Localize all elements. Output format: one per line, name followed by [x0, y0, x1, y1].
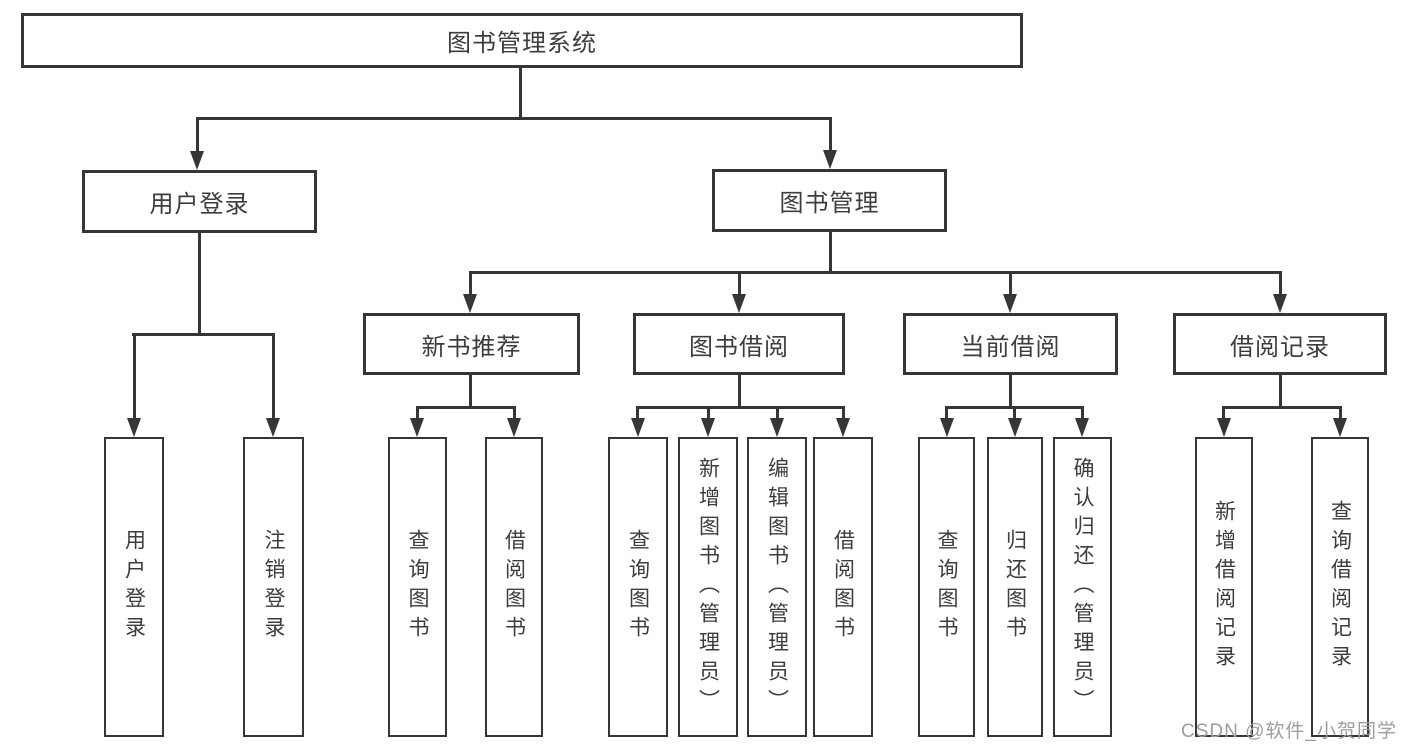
connector-line [1081, 406, 1084, 420]
connector-line [1009, 271, 1012, 296]
connector-line [945, 406, 948, 420]
node-borrow-records: 借阅记录 [1173, 313, 1387, 375]
connector-line [513, 406, 516, 420]
connector-line [829, 117, 832, 153]
leaf-logout: 注销登录 [243, 437, 304, 737]
connector-line [636, 406, 845, 409]
connector-line [776, 406, 779, 420]
arrow-down-icon [190, 151, 204, 170]
arrow-down-icon [732, 294, 746, 313]
connector-line [738, 271, 741, 296]
leaf-add-borrow-record: 新增借阅记录 [1195, 437, 1253, 737]
leaf-borrow-books-recommend: 借阅图书 [485, 437, 543, 737]
connector-line [1222, 406, 1225, 420]
connector-line [842, 406, 845, 420]
arrow-down-icon [1003, 294, 1017, 313]
arrow-down-icon [266, 418, 280, 437]
connector-line [1279, 375, 1282, 409]
arrow-down-icon [410, 418, 424, 437]
connector-line [416, 406, 516, 409]
arrow-down-icon [836, 418, 850, 437]
connector-line [1013, 406, 1016, 420]
connector-line [132, 333, 275, 336]
node-library-management-system: 图书管理系统 [21, 13, 1023, 68]
arrow-down-icon [1333, 418, 1347, 437]
node-new-book-recommend: 新书推荐 [363, 313, 580, 375]
connector-line [469, 271, 472, 296]
leaf-return-book: 归还图书 [987, 437, 1043, 737]
connector-line [196, 117, 199, 153]
arrow-down-icon [631, 418, 645, 437]
arrow-down-icon [1217, 418, 1231, 437]
connector-line [198, 233, 201, 335]
leaf-query-books-current: 查询图书 [918, 437, 975, 737]
leaf-confirm-return-admin: 确认归还（管理员） [1053, 437, 1112, 737]
node-current-borrow: 当前借阅 [903, 313, 1118, 375]
leaf-query-borrow-record: 查询借阅记录 [1311, 437, 1369, 737]
leaf-borrow-books-borrow: 借阅图书 [813, 437, 873, 737]
connector-line [133, 333, 136, 419]
watermark-text: CSDN @软件_小贺同学 [1181, 721, 1397, 742]
leaf-query-books-recommend: 查询图书 [388, 437, 447, 737]
leaf-add-book-admin: 新增图书（管理员） [678, 437, 738, 737]
connector-line [1279, 271, 1282, 296]
connector-line [196, 117, 832, 120]
arrow-down-icon [463, 294, 477, 313]
arrow-down-icon [127, 418, 141, 437]
leaf-query-books-borrow: 查询图书 [608, 437, 668, 737]
arrow-down-icon [701, 418, 715, 437]
connector-line [272, 333, 275, 419]
leaf-user-login: 用户登录 [104, 437, 164, 737]
connector-line [519, 68, 522, 119]
connector-line [636, 406, 639, 420]
connector-line [416, 406, 419, 420]
connector-line [1339, 406, 1342, 420]
node-user-login: 用户登录 [82, 170, 317, 233]
leaf-edit-book-admin: 编辑图书（管理员） [747, 437, 807, 737]
connector-line [469, 375, 472, 409]
connector-line [707, 406, 710, 420]
node-book-borrow: 图书借阅 [633, 313, 845, 375]
connector-line [469, 271, 1282, 274]
connector-line [829, 232, 832, 274]
node-book-management: 图书管理 [712, 169, 947, 232]
arrow-down-icon [770, 418, 784, 437]
arrow-down-icon [1273, 294, 1287, 313]
arrow-down-icon [823, 150, 837, 169]
connector-line [1222, 406, 1342, 409]
arrow-down-icon [1008, 418, 1022, 437]
connector-line [738, 375, 741, 409]
connector-line [1009, 375, 1012, 409]
arrow-down-icon [940, 418, 954, 437]
arrow-down-icon [507, 418, 521, 437]
arrow-down-icon [1075, 418, 1089, 437]
